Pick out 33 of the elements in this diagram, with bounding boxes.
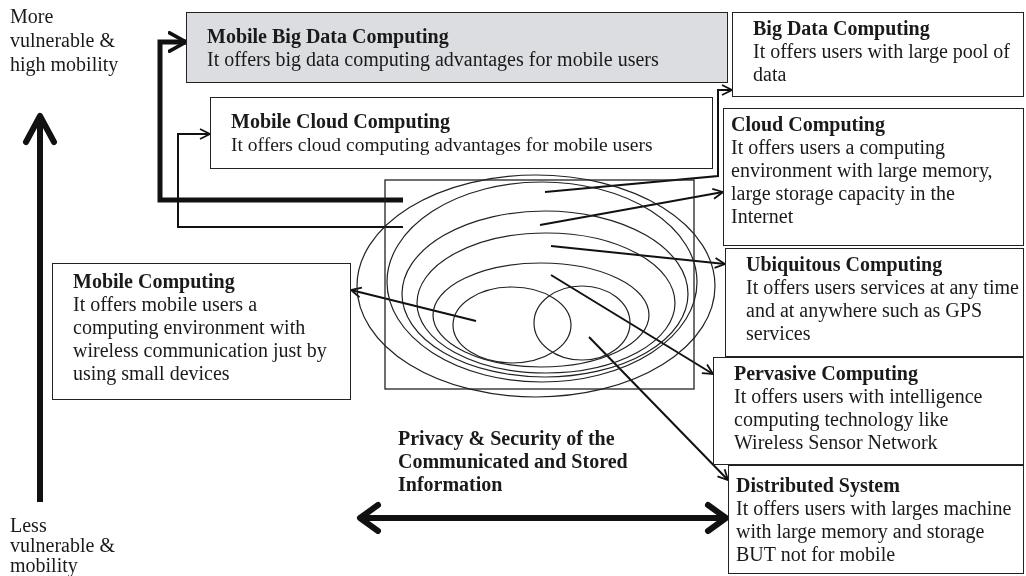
box-description: It offers big data computing advantages for mobile users bbox=[207, 47, 659, 71]
description-box bbox=[723, 108, 1024, 246]
description-box bbox=[713, 357, 1024, 465]
description-box bbox=[725, 248, 1024, 357]
box-title: Ubiquitous Computing bbox=[746, 253, 943, 276]
axis-label: Privacy & Security of the Communicated and Stored Information bbox=[398, 427, 629, 496]
box-title: Big Data Computing bbox=[753, 17, 930, 40]
axis-label: More vulnerable & high mobility bbox=[10, 4, 120, 76]
connector-arrow bbox=[539, 187, 724, 226]
connector-arrow bbox=[550, 245, 726, 269]
box-title: Mobile Big Data Computing bbox=[207, 24, 449, 48]
connector-arrow bbox=[550, 274, 714, 375]
connector-arrow bbox=[588, 336, 729, 481]
description-box bbox=[186, 12, 728, 83]
box-description: It offers users with large pool of data bbox=[753, 40, 1011, 86]
connector-arrow bbox=[177, 128, 404, 228]
box-description: It offers users with larges machine with large memory and storage BUT not for mobile bbox=[736, 497, 1013, 566]
connector-arrow bbox=[350, 286, 477, 322]
box-title: Distributed System bbox=[736, 474, 900, 497]
axis-label: Less vulnerable & mobility bbox=[10, 515, 116, 575]
box-title: Pervasive Computing bbox=[734, 362, 918, 385]
box-title: Mobile Computing bbox=[73, 270, 235, 293]
description-box bbox=[732, 12, 1024, 97]
box-title: Mobile Cloud Computing bbox=[231, 110, 450, 133]
description-box bbox=[52, 263, 351, 400]
box-description: It offers mobile users a computing environment with wireless communication just by using small devices bbox=[73, 293, 328, 385]
box-description: It offers users services at any time and at anywhere such as GPS services bbox=[746, 276, 1019, 345]
box-description: It offers users a computing environment with large memory, large storage capacity in the Internet bbox=[731, 136, 994, 228]
box-title: Cloud Computing bbox=[731, 113, 885, 136]
box-description: It offers users with intelligence computing technology like Wireless Sensor Network bbox=[734, 385, 984, 454]
description-box bbox=[728, 465, 1024, 574]
box-description: It offers cloud computing advantages for mobile users bbox=[231, 133, 653, 156]
description-box bbox=[210, 97, 713, 169]
